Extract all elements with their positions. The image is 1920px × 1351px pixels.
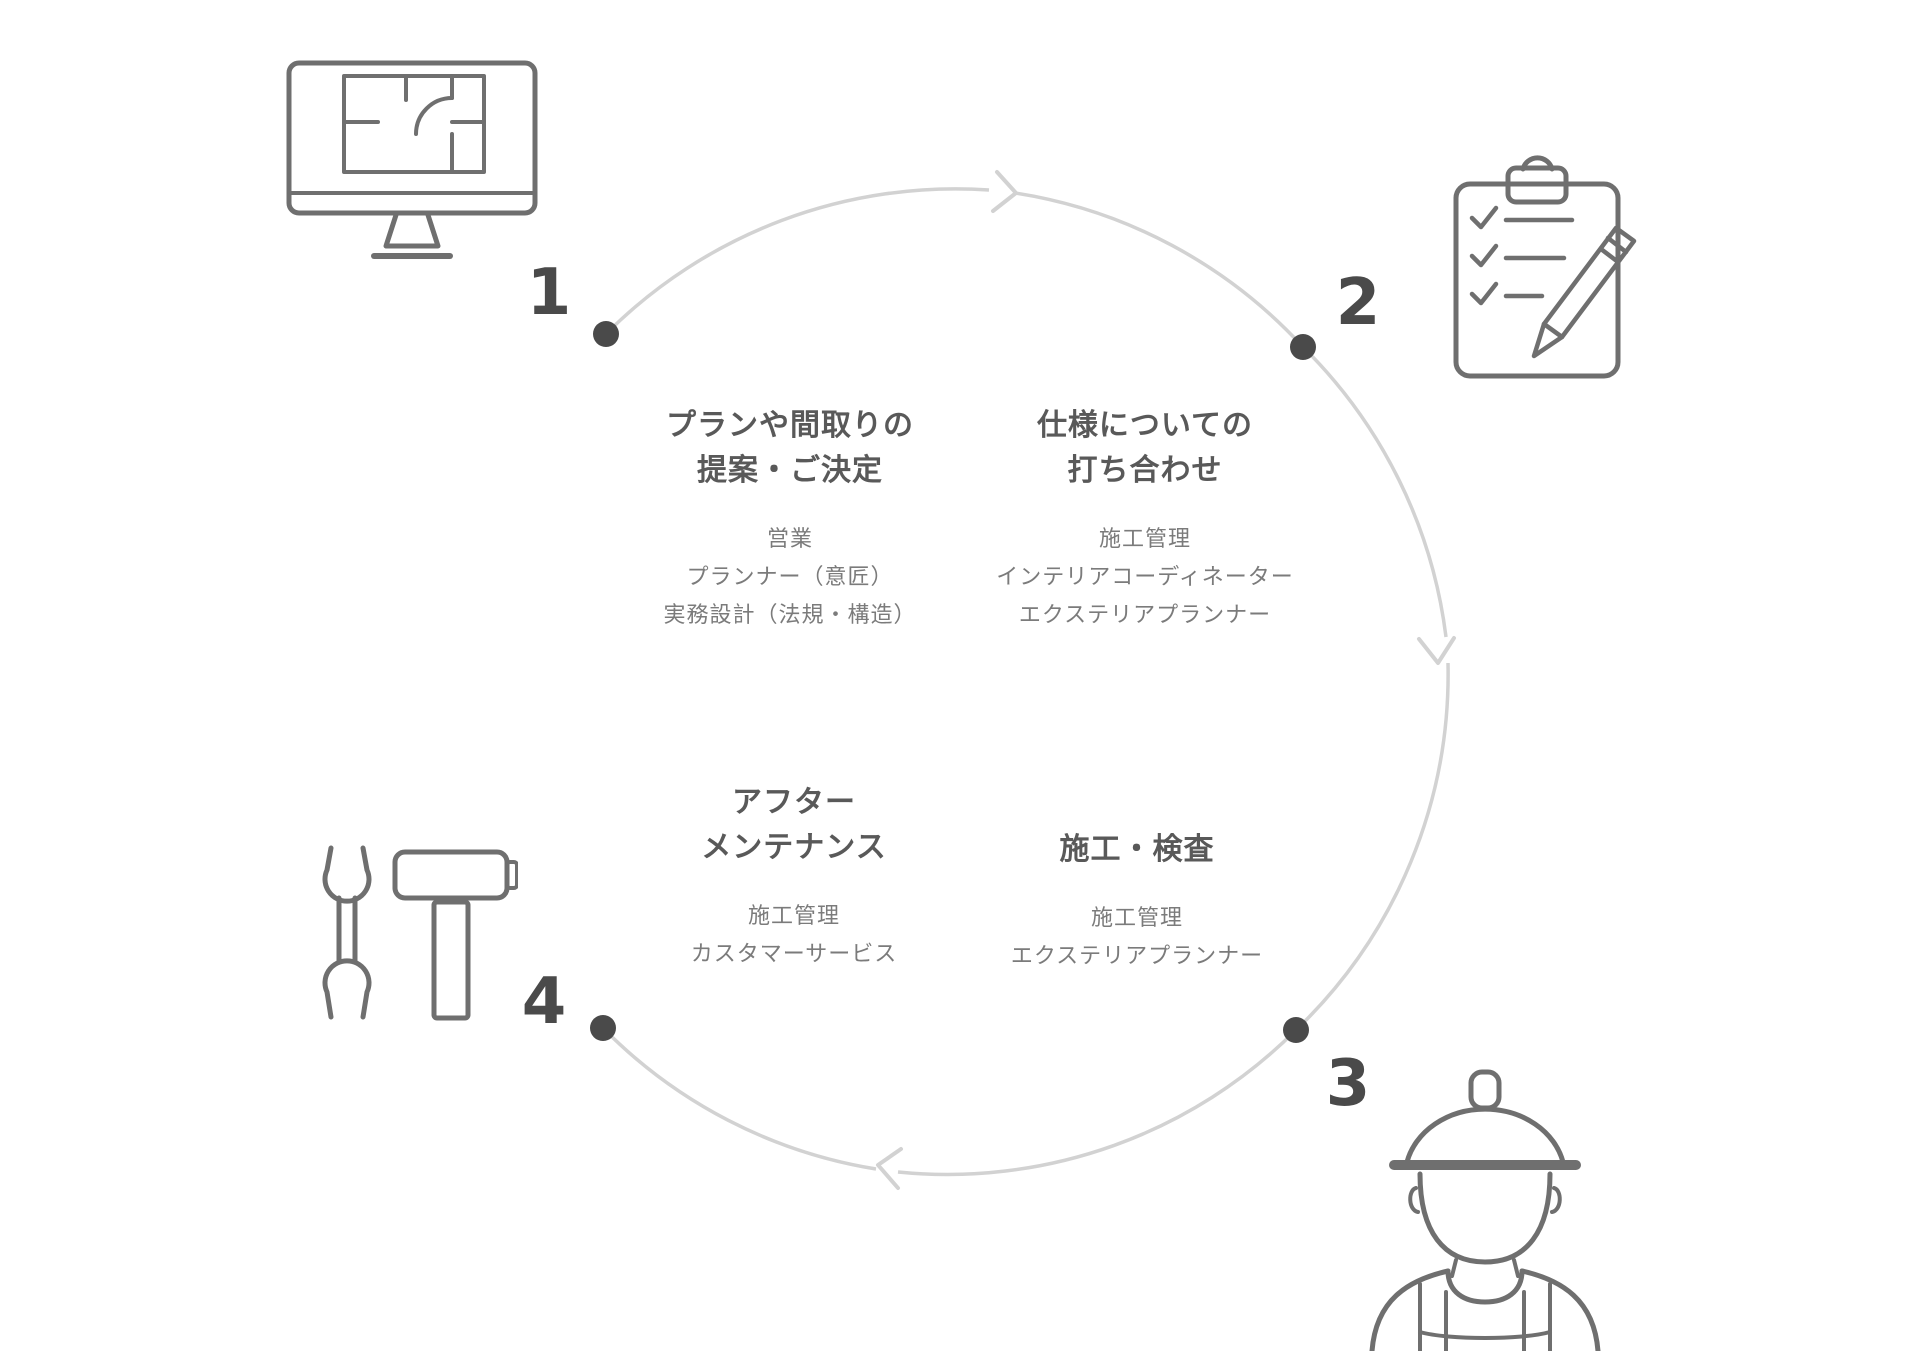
member: 実務設計（法規・構造） [663,603,917,628]
step-2-members: 施工管理 インテリアコーディネーター エクステリアプランナー [945,521,1345,635]
step-3-dot [1283,1017,1309,1043]
step-4-members: 施工管理 カスタマーサービス [594,898,994,974]
member: 施工管理 [1098,527,1191,552]
member: インテリアコーディネーター [996,565,1294,590]
member: 施工管理 [747,904,840,929]
step-4-number: 4 [521,965,567,1039]
arc-step1-to-top [604,187,990,336]
member: エクステリアプランナー [1018,603,1272,628]
step-2-dot [1290,334,1316,360]
member: 施工管理 [1090,906,1183,931]
arc-bottom-to-step4 [601,1026,877,1171]
step-3-members: 施工管理 エクステリアプランナー [937,900,1337,976]
member: プランナー（意匠） [686,565,894,590]
clipboard-checklist-pencil-icon [1453,155,1637,379]
step-1-number: 1 [526,256,572,330]
step-3-number: 3 [1325,1047,1371,1121]
step-2-block: 仕様についての 打ち合わせ 施工管理 インテリアコーディネーター エクステリアプ… [945,403,1345,635]
clockwise-arrow-top-icon [991,170,1018,213]
construction-worker-icon [1369,1069,1601,1351]
step-1-members: 営業 プランナー（意匠） 実務設計（法規・構造） [590,521,990,635]
step-2-title: 仕様についての 打ち合わせ [1036,408,1254,488]
step-4-title: アフター メンテナンス [701,785,887,865]
clockwise-arrow-bottom-icon [876,1147,903,1190]
arc-right-to-step3 [1294,662,1450,1032]
monitor-floorplan-icon [286,60,538,259]
wrench-hammer-icon [322,845,518,1021]
step-3-title: 施工・検査 [1059,832,1215,867]
clockwise-arrow-right-icon [1417,636,1456,665]
step-4-block: アフター メンテナンス 施工管理 カスタマーサービス [594,780,994,974]
member: エクステリアプランナー [1010,944,1264,969]
member: 営業 [766,527,813,552]
step-1-block: プランや間取りの 提案・ご決定 営業 プランナー（意匠） 実務設計（法規・構造） [590,403,990,635]
step-1-dot [593,321,619,347]
step-4-dot [590,1015,616,1041]
step-2-number: 2 [1335,266,1381,340]
arc-step2-to-right [1301,345,1448,638]
arc-step3-to-bottom [897,1028,1298,1177]
member: カスタマーサービス [690,942,898,967]
arc-top-to-step2 [1014,191,1305,349]
step-3-block: 施工・検査 施工管理 エクステリアプランナー [937,827,1337,976]
step-1-title: プランや間取りの 提案・ご決定 [666,408,914,488]
